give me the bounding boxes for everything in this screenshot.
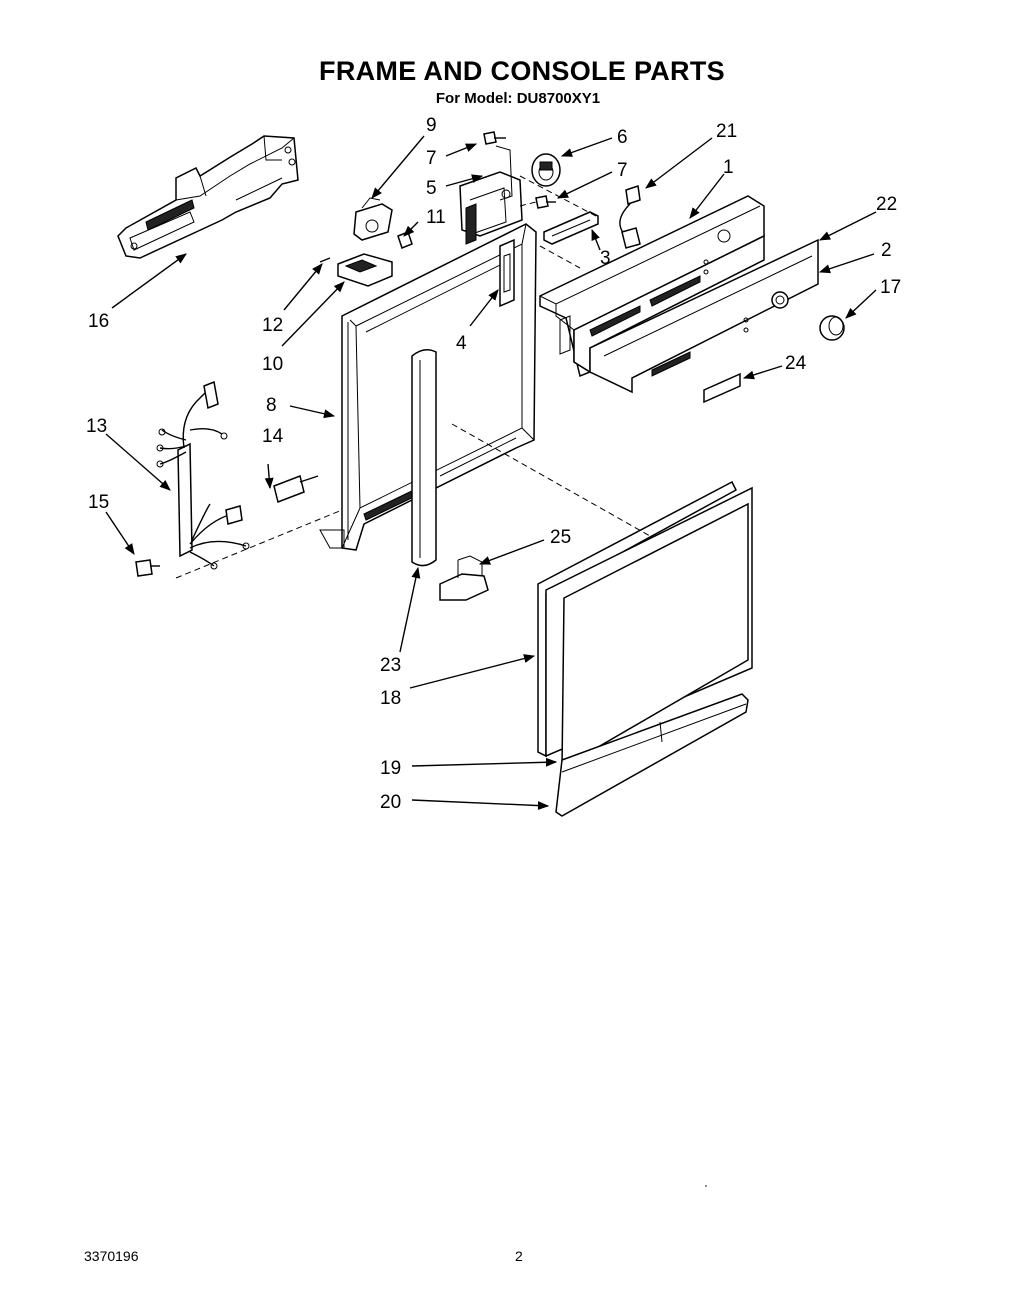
callout-18: 18	[380, 688, 401, 709]
callout-23: 23	[380, 655, 401, 676]
callout-21: 21	[716, 121, 737, 142]
lamp-part	[619, 185, 641, 249]
scan-speck	[705, 1185, 707, 1187]
screw-parts	[483, 131, 556, 209]
knob-part	[819, 315, 845, 341]
callout-leaders	[105, 135, 877, 811]
model-subtitle: For Model: DU8700XY1	[435, 90, 601, 107]
callout-7: 7	[426, 148, 437, 169]
callout-4: 4	[456, 333, 467, 354]
door-panel-part	[537, 480, 753, 770]
callout-14: 14	[262, 426, 284, 447]
callout-9: 9	[426, 115, 437, 136]
knob-dial-part	[531, 153, 561, 187]
document-number: 3370196	[84, 1248, 139, 1264]
callout-25: 25	[550, 527, 571, 548]
callout-6: 6	[617, 127, 628, 148]
callout-1: 1	[723, 157, 734, 178]
console-panel-part	[589, 238, 819, 394]
callout-7-b: 7	[617, 160, 628, 181]
vent-assembly-part	[117, 135, 299, 259]
callout-11: 11	[426, 207, 446, 228]
label-part	[703, 372, 741, 404]
callout-3: 3	[600, 248, 611, 269]
callout-labels: 9 7 6 5 7 21 1 22 2 17 24 3 4 11 12 10 8…	[86, 115, 901, 813]
callout-20: 20	[380, 792, 401, 813]
page-number: 2	[515, 1248, 523, 1264]
callout-2: 2	[881, 240, 892, 261]
bracket-part	[543, 211, 599, 245]
clip-part	[439, 555, 489, 601]
callout-10: 10	[262, 354, 283, 375]
callout-13: 13	[86, 416, 107, 437]
callout-15: 15	[88, 492, 109, 513]
side-trim-part	[411, 349, 437, 567]
callout-16: 16	[88, 311, 109, 332]
callout-8: 8	[266, 395, 277, 416]
callout-22: 22	[876, 194, 897, 215]
callout-17: 17	[880, 277, 901, 298]
switch-holder-parts	[319, 197, 413, 287]
console-part	[539, 195, 765, 378]
trim-strip-part	[555, 693, 749, 817]
wire-harness-part	[135, 380, 319, 577]
callout-19: 19	[380, 758, 401, 779]
callout-12: 12	[262, 315, 283, 336]
callout-24: 24	[785, 353, 807, 374]
switch-assembly-part	[459, 145, 523, 245]
callout-5: 5	[426, 178, 437, 199]
door-frame-part	[319, 223, 537, 551]
page-title: FRAME AND CONSOLE PARTS	[319, 56, 725, 86]
